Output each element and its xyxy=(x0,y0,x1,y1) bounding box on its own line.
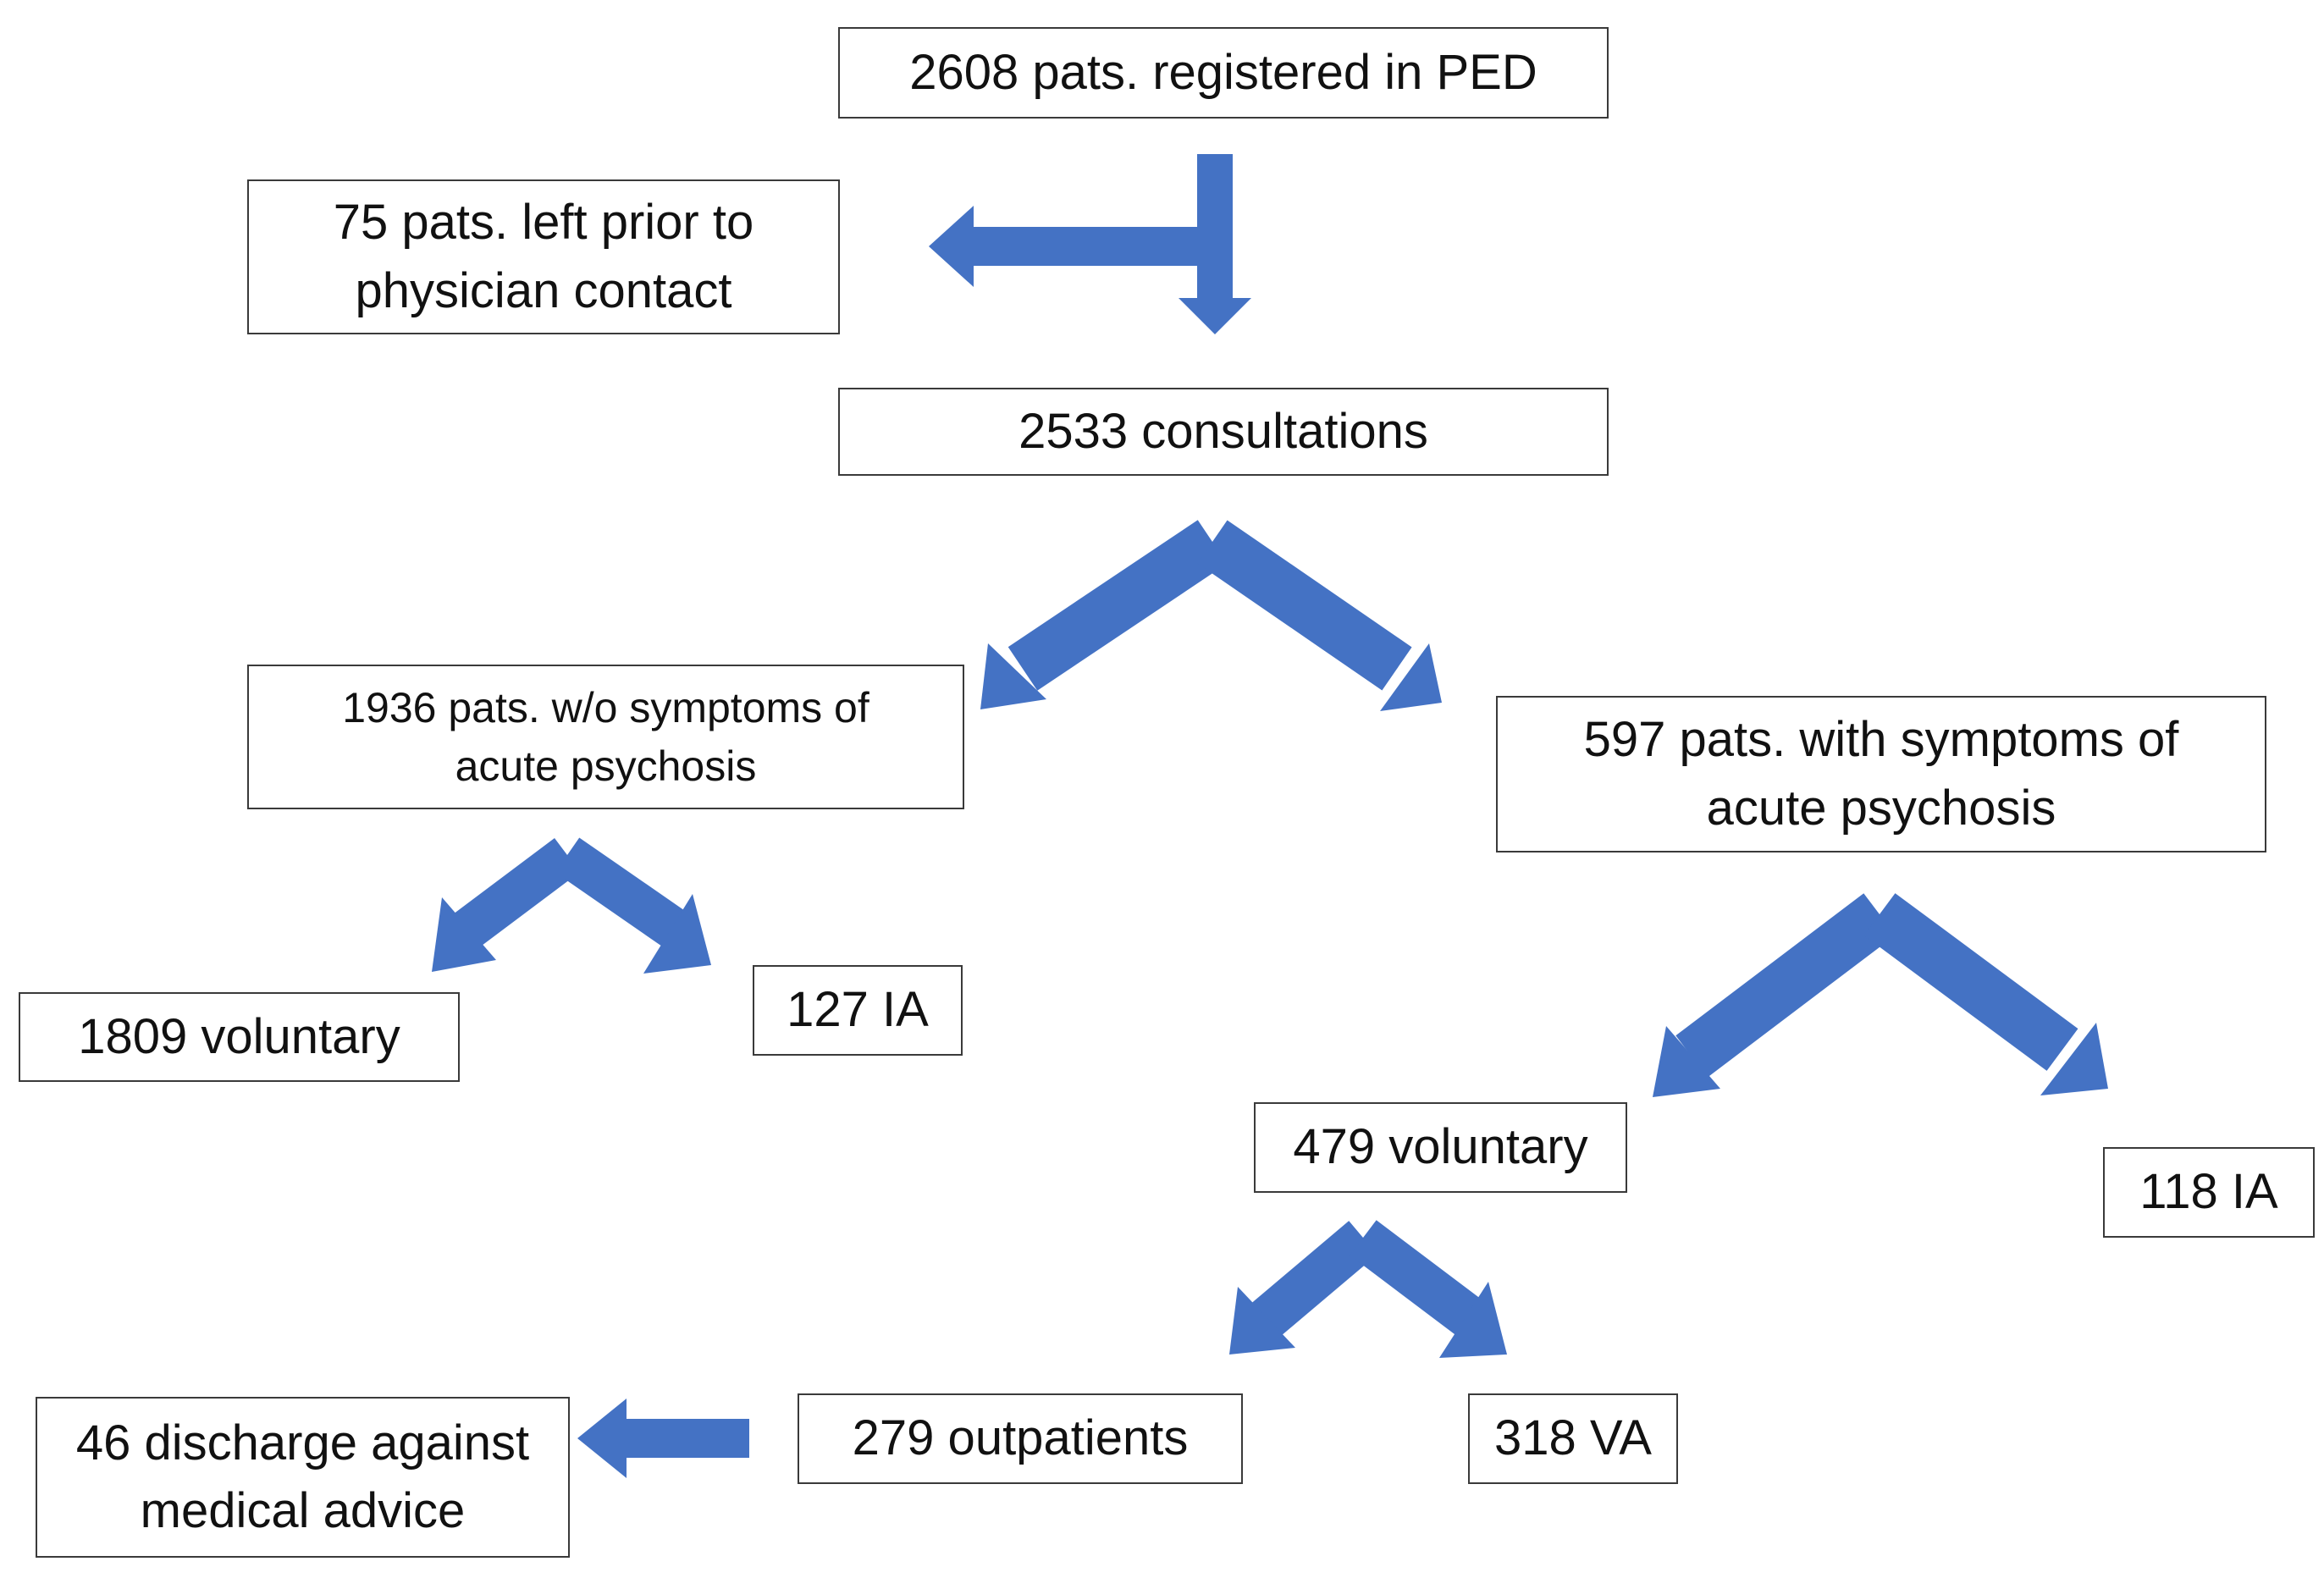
node-127-ia-text: 127 IA xyxy=(787,982,929,1038)
node-with-symptoms-line-2: acute psychosis xyxy=(1706,780,2056,836)
node-118-ia: 118 IA xyxy=(2103,1147,2315,1238)
chevron-arrow-with-symptoms xyxy=(1653,893,2108,1097)
chevron-arrow-479-voluntary xyxy=(1229,1220,1507,1358)
node-left-prior-to-physician: 75 pats. left prior to physician contact xyxy=(247,179,840,334)
node-registered-text: 2608 pats. registered in PED xyxy=(909,44,1537,100)
chevron-arrow-without-symptoms xyxy=(432,837,711,974)
node-479-voluntary-text: 479 voluntary xyxy=(1293,1119,1588,1175)
node-left-prior-line-2: physician contact xyxy=(355,262,732,318)
node-46-discharge: 46 discharge against medical advice xyxy=(36,1397,570,1558)
node-with-symptoms: 597 pats. with symptoms of acute psychos… xyxy=(1496,696,2266,852)
node-left-prior-line-1: 75 pats. left prior to xyxy=(333,195,754,251)
node-consultations: 2533 consultations xyxy=(838,388,1609,476)
node-479-voluntary: 479 voluntary xyxy=(1254,1102,1627,1193)
node-279-outpatients-text: 279 outpatients xyxy=(852,1410,1189,1466)
node-279-outpatients: 279 outpatients xyxy=(798,1393,1243,1484)
node-1809-voluntary-text: 1809 voluntary xyxy=(78,1008,400,1064)
node-118-ia-text: 118 IA xyxy=(2139,1164,2278,1220)
node-consultations-text: 2533 consultations xyxy=(1018,403,1428,459)
node-with-symptoms-line-1: 597 pats. with symptoms of xyxy=(1583,712,2179,768)
node-127-ia: 127 IA xyxy=(753,965,963,1056)
node-318-va: 318 VA xyxy=(1468,1393,1678,1484)
chevron-arrow-consultations xyxy=(980,520,1442,711)
node-46-discharge-line-2: medical advice xyxy=(140,1483,466,1538)
node-1809-voluntary: 1809 voluntary xyxy=(19,992,460,1082)
node-without-symptoms-line-1: 1936 pats. w/o symptoms of xyxy=(342,683,869,731)
node-registered-in-ped: 2608 pats. registered in PED xyxy=(838,27,1609,119)
left-arrow-outpatients xyxy=(577,1399,749,1478)
node-without-symptoms-line-2: acute psychosis xyxy=(455,742,757,790)
split-arrow-registered xyxy=(929,154,1251,334)
node-without-symptoms: 1936 pats. w/o symptoms of acute psychos… xyxy=(247,665,964,809)
node-46-discharge-line-1: 46 discharge against xyxy=(75,1415,530,1470)
node-318-va-text: 318 VA xyxy=(1494,1410,1652,1466)
